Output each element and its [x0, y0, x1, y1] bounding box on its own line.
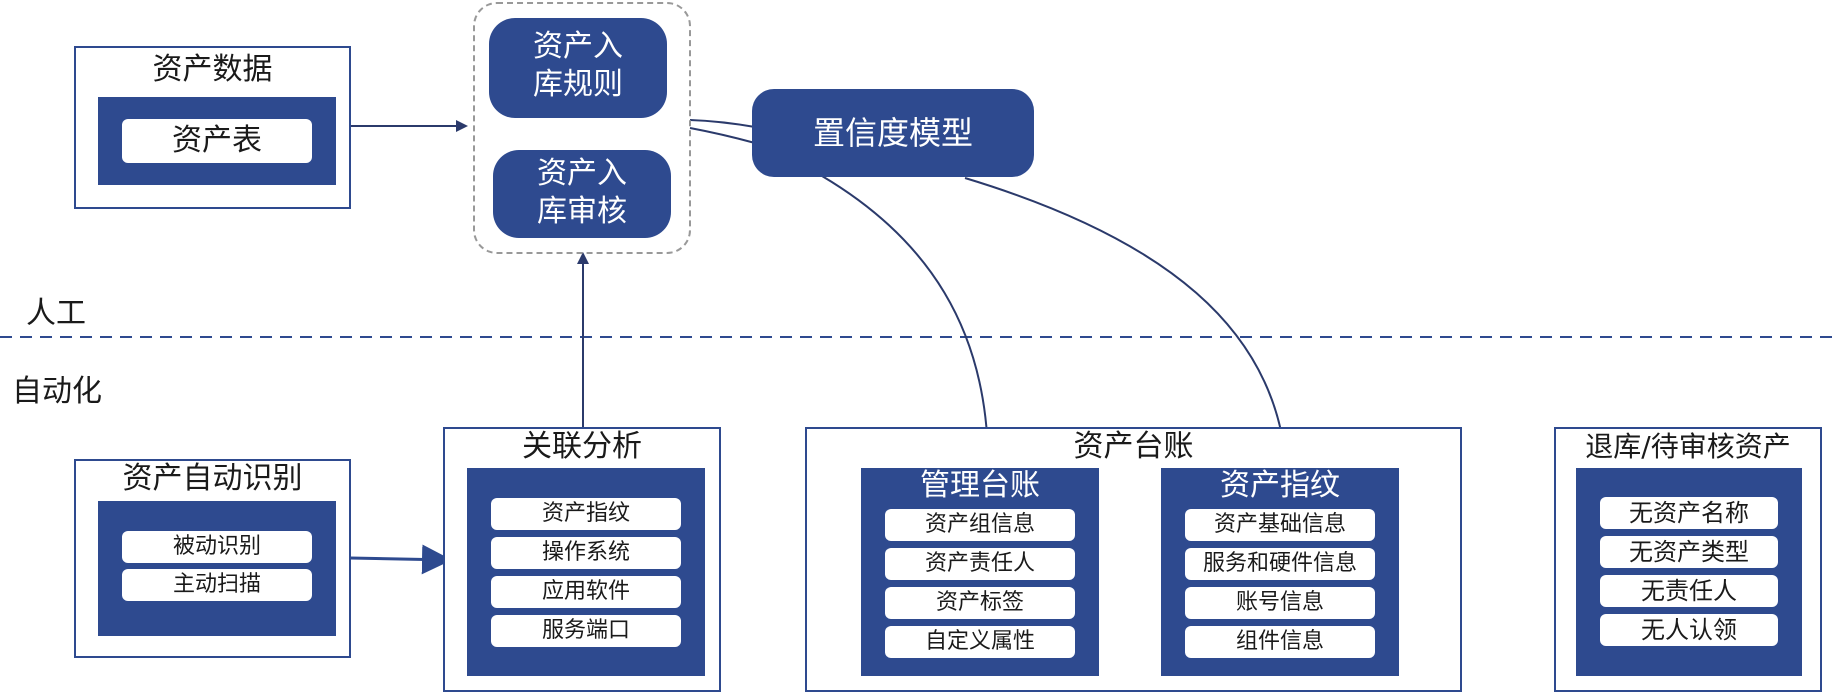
fingerprint-item: 组件信息 — [1185, 626, 1375, 658]
mgmt-ledger-box: 管理台账 资产组信息 资产责任人 资产标签 自定义属性 — [861, 468, 1099, 676]
arrow-model-to-fingerprint — [964, 177, 1290, 457]
mgmt-ledger-item: 资产组信息 — [885, 509, 1075, 541]
retired-item: 无人认领 — [1600, 614, 1778, 646]
asset-ledger-title: 资产台账 — [1073, 429, 1194, 464]
link-group-to-model-2 — [689, 127, 756, 144]
confidence-model[interactable]: 置信度模型 — [752, 89, 1034, 177]
arrow-model-to-mgmt-ledger — [821, 175, 994, 457]
correlation-item: 操作系统 — [491, 537, 681, 569]
asset-table-item: 资产表 — [122, 119, 312, 163]
retired-item: 无资产类型 — [1600, 536, 1778, 568]
asset-data-panel: 资产数据 资产表 — [74, 46, 351, 209]
correlation-item: 应用软件 — [491, 576, 681, 608]
mgmt-ledger-item: 自定义属性 — [885, 626, 1075, 658]
retired-assets-title: 退库/待审核资产 — [1585, 430, 1791, 463]
auto-identify-inner: 被动识别 主动扫描 — [98, 501, 336, 636]
correlation-panel: 关联分析 资产指纹 操作系统 应用软件 服务端口 — [443, 427, 721, 692]
rules-review-group — [473, 2, 691, 254]
manual-label: 人工 — [26, 296, 86, 331]
correlation-item: 服务端口 — [491, 615, 681, 647]
fingerprint-item: 资产基础信息 — [1185, 509, 1375, 541]
retired-assets-panel: 退库/待审核资产 无资产名称 无资产类型 无责任人 无人认领 — [1554, 427, 1822, 692]
correlation-title: 关联分析 — [522, 429, 642, 464]
asset-ledger-panel: 资产台账 管理台账 资产组信息 资产责任人 资产标签 自定义属性 资产指纹 资产… — [805, 427, 1462, 692]
passive-identify-item: 被动识别 — [122, 531, 312, 563]
auto-identify-title: 资产自动识别 — [122, 461, 303, 496]
link-group-to-model-1 — [689, 119, 756, 128]
asset-entry-review-label: 资产入库审核 — [537, 156, 627, 229]
asset-data-title: 资产数据 — [152, 52, 273, 87]
asset-entry-rules[interactable]: 资产入库规则 — [489, 18, 667, 118]
mgmt-ledger-item: 资产责任人 — [885, 548, 1075, 580]
active-scan-item: 主动扫描 — [122, 569, 312, 601]
fingerprint-title: 资产指纹 — [1220, 468, 1340, 503]
retired-assets-inner: 无资产名称 无资产类型 无责任人 无人认领 — [1576, 468, 1802, 676]
mgmt-ledger-title: 管理台账 — [920, 468, 1040, 503]
retired-item: 无资产名称 — [1600, 497, 1778, 529]
fingerprint-item: 服务和硬件信息 — [1185, 548, 1375, 580]
asset-entry-review[interactable]: 资产入库审核 — [493, 150, 671, 238]
asset-entry-rules-label: 资产入库规则 — [533, 29, 623, 102]
auto-identify-panel: 资产自动识别 被动识别 主动扫描 — [74, 459, 351, 658]
correlation-item: 资产指纹 — [491, 498, 681, 530]
fingerprint-item: 账号信息 — [1185, 587, 1375, 619]
arrow-identify-to-correlation — [349, 544, 452, 575]
mgmt-ledger-item: 资产标签 — [885, 587, 1075, 619]
asset-data-inner: 资产表 — [98, 97, 336, 185]
automation-label: 自动化 — [12, 374, 102, 409]
correlation-inner: 资产指纹 操作系统 应用软件 服务端口 — [467, 468, 705, 676]
fingerprint-box: 资产指纹 资产基础信息 服务和硬件信息 账号信息 组件信息 — [1161, 468, 1399, 676]
retired-item: 无责任人 — [1600, 575, 1778, 607]
